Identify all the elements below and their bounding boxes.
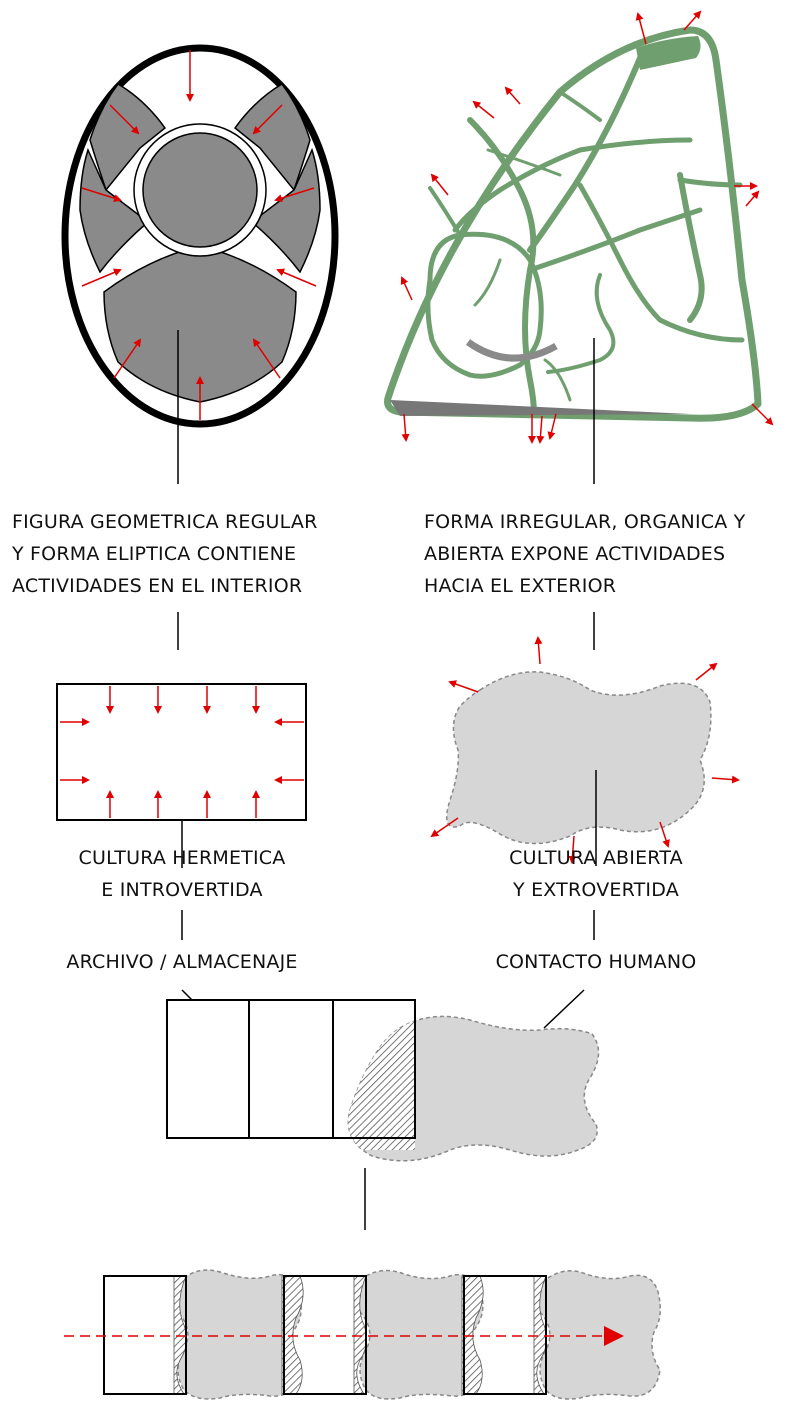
hermetic-rectangle: [56, 683, 307, 868]
upper-right-block: [233, 83, 311, 192]
left-function-label: ARCHIVO / ALMACENAJE: [66, 951, 298, 973]
outward-arrows: [400, 10, 774, 444]
plaza: [636, 36, 701, 70]
inward-arrows: [81, 50, 317, 420]
rect-inward-arrows: [60, 686, 304, 818]
overlap-hatch: [348, 1021, 415, 1150]
right-culture-line-2: Y EXTROVERTIDA: [513, 879, 679, 901]
right-block: [250, 147, 321, 274]
right-function-label: CONTACTO HUMANO: [495, 951, 697, 973]
gray-arc: [465, 339, 558, 362]
central-circle: [142, 132, 258, 248]
blob-outward-arrows: [430, 636, 740, 864]
left-caption-line-1: FIGURA GEOMETRICA REGULAR: [12, 511, 318, 533]
left-block: [79, 147, 150, 274]
connector-diagonal: [543, 989, 585, 1029]
right-caption-line-3: HACIA EL EXTERIOR: [424, 575, 617, 597]
right-caption-line-1: FORMA IRREGULAR, ORGANICA Y: [424, 511, 746, 533]
elliptical-plan: [61, 44, 339, 484]
organic-network: [384, 10, 774, 484]
left-culture-line-2: E INTROVERTIDA: [101, 879, 263, 901]
left-culture-line-1: CULTURA HERMETICA: [78, 847, 286, 869]
right-caption-line-2: ABIERTA EXPONE ACTIVIDADES: [424, 543, 726, 565]
left-caption-line-3: ACTIVIDADES EN EL INTERIOR: [12, 575, 303, 597]
open-blob: [430, 636, 740, 866]
left-caption-line-2: Y FORMA ELIPTICA CONTIENE: [12, 543, 297, 565]
upper-left-block: [89, 83, 167, 192]
shadow-band: [390, 400, 690, 416]
right-culture-line-1: CULTURA ABIERTA: [509, 847, 683, 869]
combined-diagram: [166, 999, 600, 1230]
sequence-diagram: [64, 1269, 661, 1400]
flow-arrow-head: [604, 1326, 624, 1346]
